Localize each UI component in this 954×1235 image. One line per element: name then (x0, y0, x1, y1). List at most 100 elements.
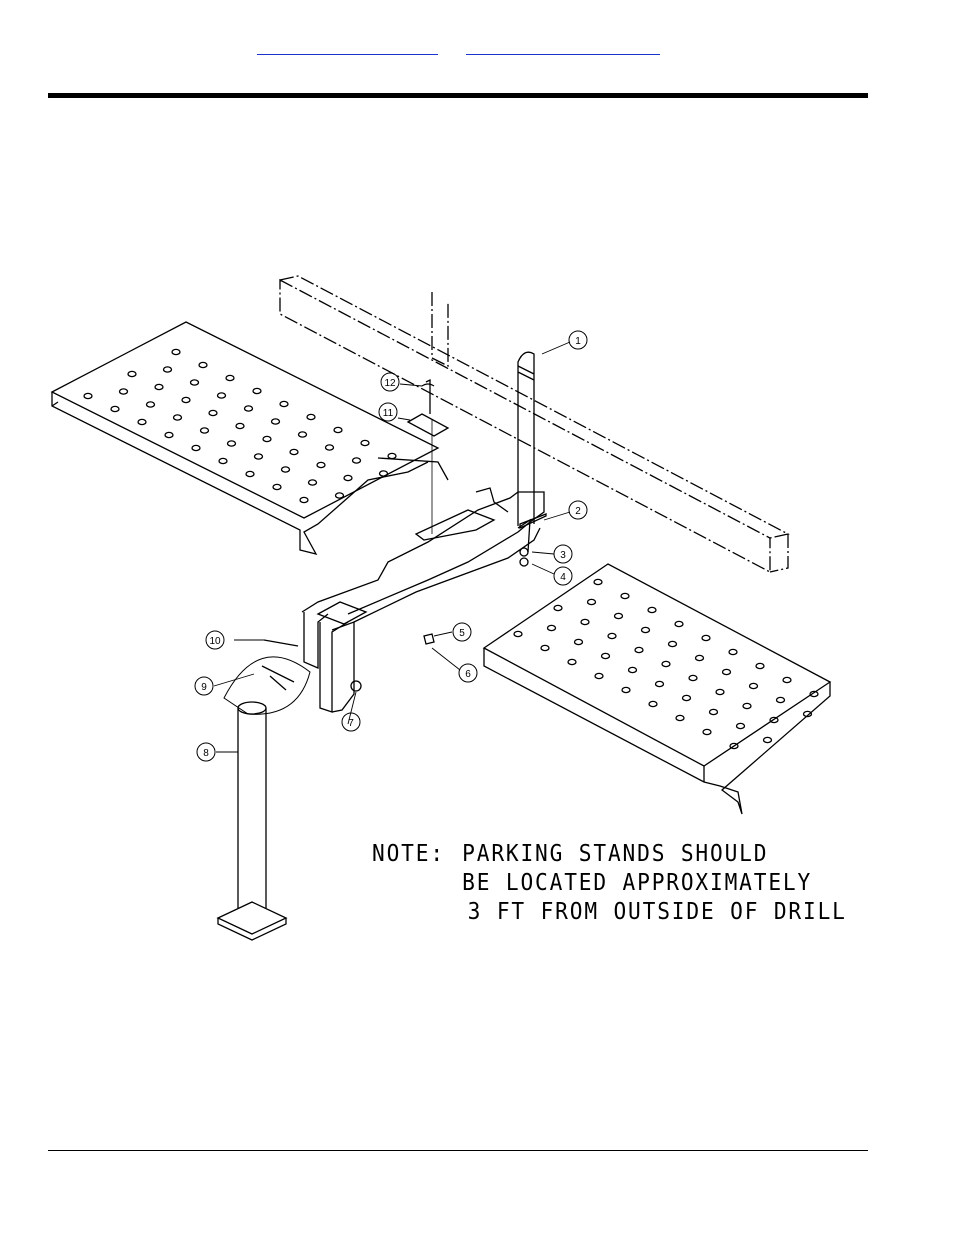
grating-hole (226, 375, 234, 380)
grating-hole (111, 406, 119, 411)
grating-hole (138, 419, 146, 424)
grating-hole (594, 579, 602, 584)
grating-hole (656, 681, 664, 686)
grating-hole (743, 703, 751, 708)
left-walkboard (52, 322, 448, 554)
grating-hole (228, 441, 236, 446)
grating-hole (165, 432, 173, 437)
grating-hole (629, 667, 637, 672)
grating-hole (280, 401, 288, 406)
grating-hole (588, 599, 596, 604)
grating-hole (307, 414, 315, 419)
grating-hole (575, 639, 583, 644)
grating-hole (128, 371, 136, 376)
grating-hole (344, 475, 352, 480)
header-link-right[interactable] (466, 40, 660, 55)
grating-hole (669, 641, 677, 646)
grating-hole (236, 423, 244, 428)
grating-hole (675, 621, 683, 626)
grating-hole (649, 701, 657, 706)
grating-hole (199, 362, 207, 367)
grating-hole (783, 677, 791, 682)
grating-hole (683, 695, 691, 700)
grating-hole (703, 729, 711, 734)
grating-hole (648, 607, 656, 612)
right-walkboard (484, 564, 830, 814)
grating-hole (710, 709, 718, 714)
grating-hole (554, 605, 562, 610)
grating-hole (336, 493, 344, 498)
grating-hole (777, 697, 785, 702)
grating-hole (272, 419, 280, 424)
grating-hole (273, 484, 281, 489)
grating-hole (642, 627, 650, 632)
grating-hole (245, 406, 253, 411)
grating-hole (361, 440, 369, 445)
grating-hole (756, 663, 764, 668)
grating-hole (541, 645, 549, 650)
grating-hole (608, 633, 616, 638)
grating-hole (388, 453, 396, 458)
u-bolt (518, 352, 546, 528)
grating-hole (326, 445, 334, 450)
grating-hole (246, 471, 254, 476)
grating-hole (282, 467, 290, 472)
grating-hole (595, 673, 603, 678)
grating-hole (219, 458, 227, 463)
grating-hole (635, 647, 643, 652)
grating-hole (548, 625, 556, 630)
grating-hole (201, 428, 209, 433)
grating-hole (253, 388, 261, 393)
grating-hole (164, 367, 172, 372)
right-grating-holes (514, 579, 818, 748)
grating-hole (696, 655, 704, 660)
grating-hole (263, 436, 271, 441)
grating-hole (334, 427, 342, 432)
grating-hole (662, 661, 670, 666)
left-grating-holes (84, 349, 396, 502)
grating-hole (317, 462, 325, 467)
grating-hole (147, 402, 155, 407)
grating-hole (300, 497, 308, 502)
grating-hole (172, 349, 180, 354)
grating-hole (174, 415, 182, 420)
grating-hole (309, 480, 317, 485)
stand-tube (218, 702, 286, 940)
grating-hole (615, 613, 623, 618)
grating-hole (514, 631, 522, 636)
grating-hole (192, 445, 200, 450)
grating-hole (120, 389, 128, 394)
grating-hole (621, 593, 629, 598)
grating-hole (218, 393, 226, 398)
grating-hole (255, 454, 263, 459)
grating-hole (182, 397, 190, 402)
header-rule (48, 93, 868, 98)
note-line-1: PARKING STANDS SHOULD (462, 840, 768, 869)
grating-hole (602, 653, 610, 658)
grating-hole (299, 432, 307, 437)
footer-rule (48, 1150, 868, 1151)
header-link-left[interactable] (257, 40, 438, 55)
note-line-3: 3 FT FROM OUTSIDE OF DRILL (462, 898, 847, 927)
grating-hole (750, 683, 758, 688)
grating-hole (155, 384, 163, 389)
grating-hole (737, 723, 745, 728)
grating-hole (209, 410, 217, 415)
note-line-2: BE LOCATED APPROXIMATELY (462, 869, 812, 898)
grating-hole (689, 675, 697, 680)
grating-hole (716, 689, 724, 694)
hardware (351, 548, 528, 691)
grating-hole (84, 393, 92, 398)
grating-hole (676, 715, 684, 720)
grating-hole (191, 380, 199, 385)
grating-hole (622, 687, 630, 692)
grating-hole (353, 458, 361, 463)
grating-hole (380, 471, 388, 476)
grating-hole (723, 669, 731, 674)
grating-hole (702, 635, 710, 640)
grating-hole (568, 659, 576, 664)
leader-lines (214, 342, 570, 752)
note-label: NOTE: (372, 840, 462, 869)
grating-hole (581, 619, 589, 624)
grating-hole (729, 649, 737, 654)
